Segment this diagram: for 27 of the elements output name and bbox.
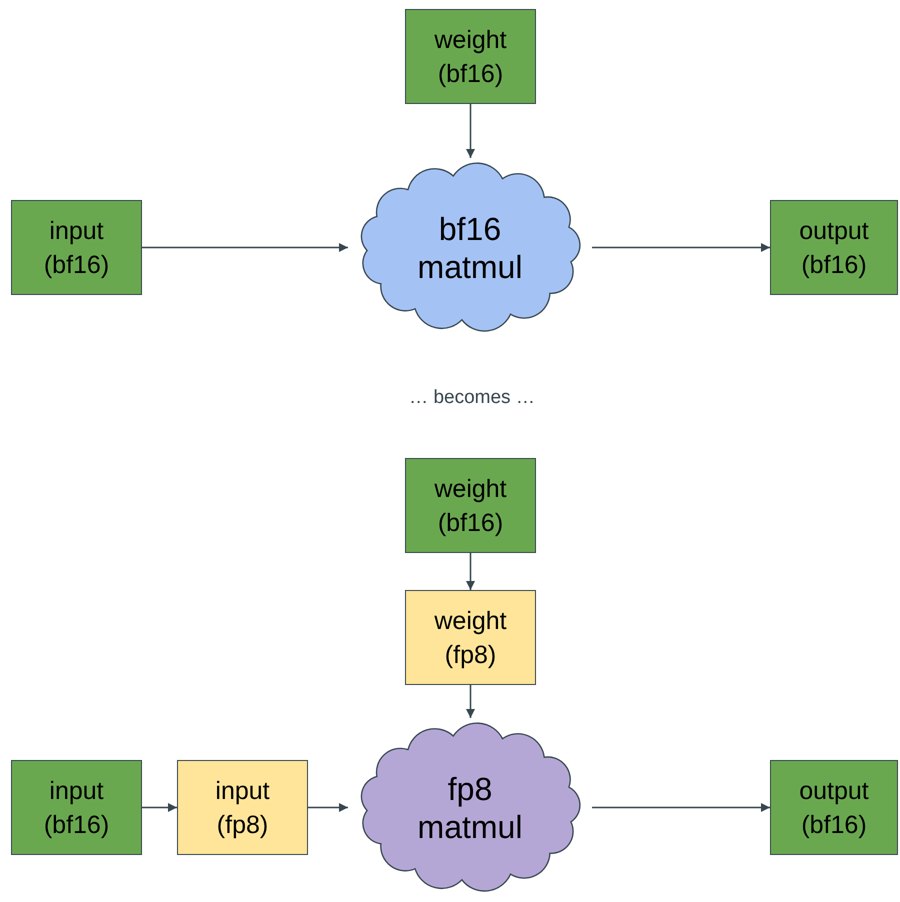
process-box [405, 9, 536, 104]
box-label: input (bf16) [42, 216, 110, 280]
process-box [770, 200, 898, 295]
box-label: output (bf16) [798, 216, 870, 280]
box-label: input (fp8) [214, 776, 271, 840]
caption-text: … becomes … [408, 386, 536, 410]
arrow [466, 553, 475, 590]
cloud-label: fp8 matmul [416, 770, 524, 846]
arrow [592, 803, 770, 812]
arrow [308, 803, 348, 812]
box-label: weight (bf16) [433, 474, 508, 538]
box-label: weight (fp8) [433, 606, 508, 670]
arrow [592, 243, 770, 252]
process-box [11, 200, 142, 295]
process-box [405, 590, 536, 685]
arrow [466, 104, 475, 158]
process-box [405, 458, 536, 553]
process-box [770, 760, 898, 855]
box-label: output (bf16) [798, 776, 870, 840]
cloud-label: bf16 matmul [416, 210, 524, 286]
process-box [177, 760, 308, 855]
arrow [142, 243, 348, 252]
box-label: input (bf16) [42, 776, 110, 840]
box-label: weight (bf16) [433, 24, 508, 90]
arrow [466, 685, 475, 718]
process-box [11, 760, 142, 855]
arrow [142, 803, 177, 812]
